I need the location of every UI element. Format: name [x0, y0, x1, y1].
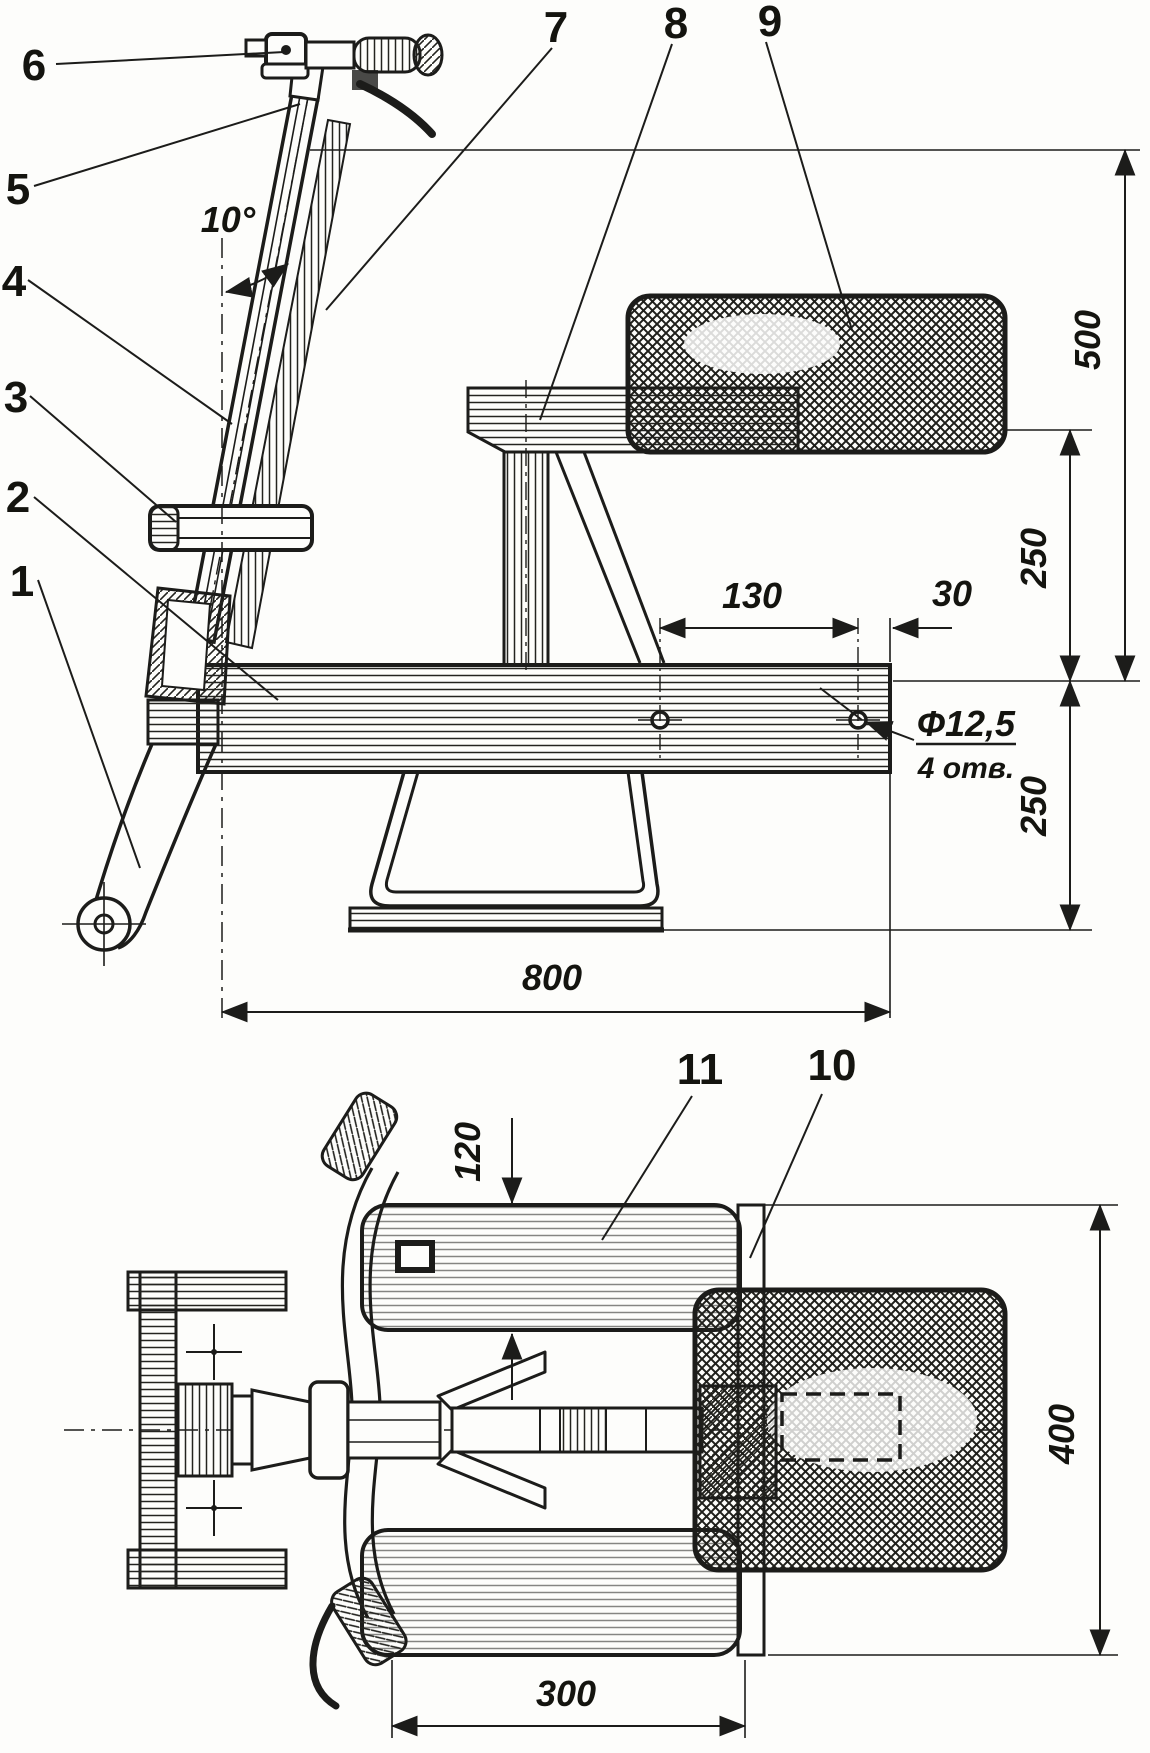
dim-upper-height: 250 — [1013, 528, 1054, 589]
brake-lever — [356, 80, 436, 138]
stem-bolt — [281, 45, 291, 55]
leader-10 — [749, 1093, 823, 1259]
brake-lever-plan — [309, 1602, 340, 1710]
part-label-10: 10 — [808, 1041, 857, 1090]
fork-prong-upper — [436, 1350, 547, 1412]
part-label-3: 3 — [4, 373, 28, 422]
leader-11 — [601, 1095, 693, 1241]
seat-highlight — [684, 314, 840, 374]
part-label-11: 11 — [677, 1045, 724, 1094]
frame-tube-collar — [559, 1407, 607, 1453]
handlebar-grip-bottom — [330, 1576, 408, 1667]
seat-plan-highlight — [767, 1368, 977, 1472]
ski-bracket-arm-bottom — [126, 1548, 288, 1590]
column-centerline — [199, 55, 317, 661]
stem-bolt-block — [244, 38, 268, 58]
side-view: 10° 500 250 250 130 30 Ф12,5 4 отв. 800 — [2, 0, 1140, 1023]
fork-prong-lower — [436, 1448, 547, 1510]
foot-stirrup-inner — [384, 771, 646, 894]
foot-platform-upper — [360, 1203, 742, 1332]
platform-edge-strip — [348, 906, 664, 932]
ski-front-edge — [94, 743, 154, 901]
ski-bracket-bar — [138, 1270, 178, 1590]
part-label-8: 8 — [664, 0, 688, 48]
steering-ring — [308, 1380, 350, 1480]
seat-support-brace — [554, 451, 642, 664]
hidden-tube-dashed — [780, 1392, 902, 1462]
part-label-1: 1 — [10, 557, 34, 606]
part-label-4: 4 — [2, 257, 27, 306]
handlebar-crossbar — [304, 40, 356, 70]
part-label-7: 7 — [544, 3, 568, 52]
seat-support-brace-2 — [582, 451, 666, 664]
seat-clamp-block — [698, 1384, 778, 1500]
foot-stirrup-outer — [369, 771, 660, 908]
dim-hole-edge-offset: 30 — [932, 573, 972, 614]
seat-side — [625, 293, 1008, 455]
dim-platform-width: 120 — [447, 1122, 488, 1182]
dim-hole-spacing: 130 — [722, 575, 782, 616]
ski-pivot-collar — [146, 698, 220, 746]
platform-slot — [395, 1240, 435, 1273]
part-label-9: 9 — [758, 0, 782, 46]
angle-arc — [224, 263, 289, 298]
dim-overall-width: 400 — [1041, 1404, 1082, 1465]
part-label-6: 6 — [22, 41, 46, 90]
part-label-2: 2 — [6, 473, 30, 522]
plan-view: 120 400 300 11 10 — [64, 1041, 1118, 1738]
steering-shaft — [346, 1400, 442, 1460]
dim-angle: 10° — [201, 199, 256, 240]
hole-diameter-note: Ф12,5 — [917, 703, 1016, 744]
pivot-dot-bottom — [211, 1505, 217, 1511]
frame-beam — [196, 663, 892, 774]
dim-height-total: 500 — [1067, 310, 1108, 370]
dim-lower-height: 250 — [1013, 776, 1054, 837]
handlebar-grip-top — [320, 1091, 399, 1182]
foot-platform-lower — [360, 1528, 742, 1657]
frame-head-tube — [160, 598, 212, 692]
steering-cone — [250, 1388, 312, 1472]
hole-note-leader — [864, 721, 915, 741]
dim-base-length: 800 — [522, 957, 582, 998]
hole-count-note: 4 отв. — [917, 752, 1014, 785]
ski-bracket-arm-top — [126, 1270, 288, 1312]
part-label-5: 5 — [6, 165, 30, 214]
ski-back-edge — [117, 743, 218, 950]
steering-hub — [176, 1382, 234, 1478]
side-leader-lines — [27, 41, 853, 869]
steering-collar — [230, 1394, 254, 1466]
hole-note-leader-tail — [819, 687, 863, 721]
grip-end-cap — [412, 33, 444, 77]
pivot-dot-top — [211, 1349, 217, 1355]
stem-clamp-lower — [260, 62, 310, 80]
handlebar-grip — [352, 36, 422, 74]
dim-platform-length: 300 — [536, 1673, 596, 1714]
